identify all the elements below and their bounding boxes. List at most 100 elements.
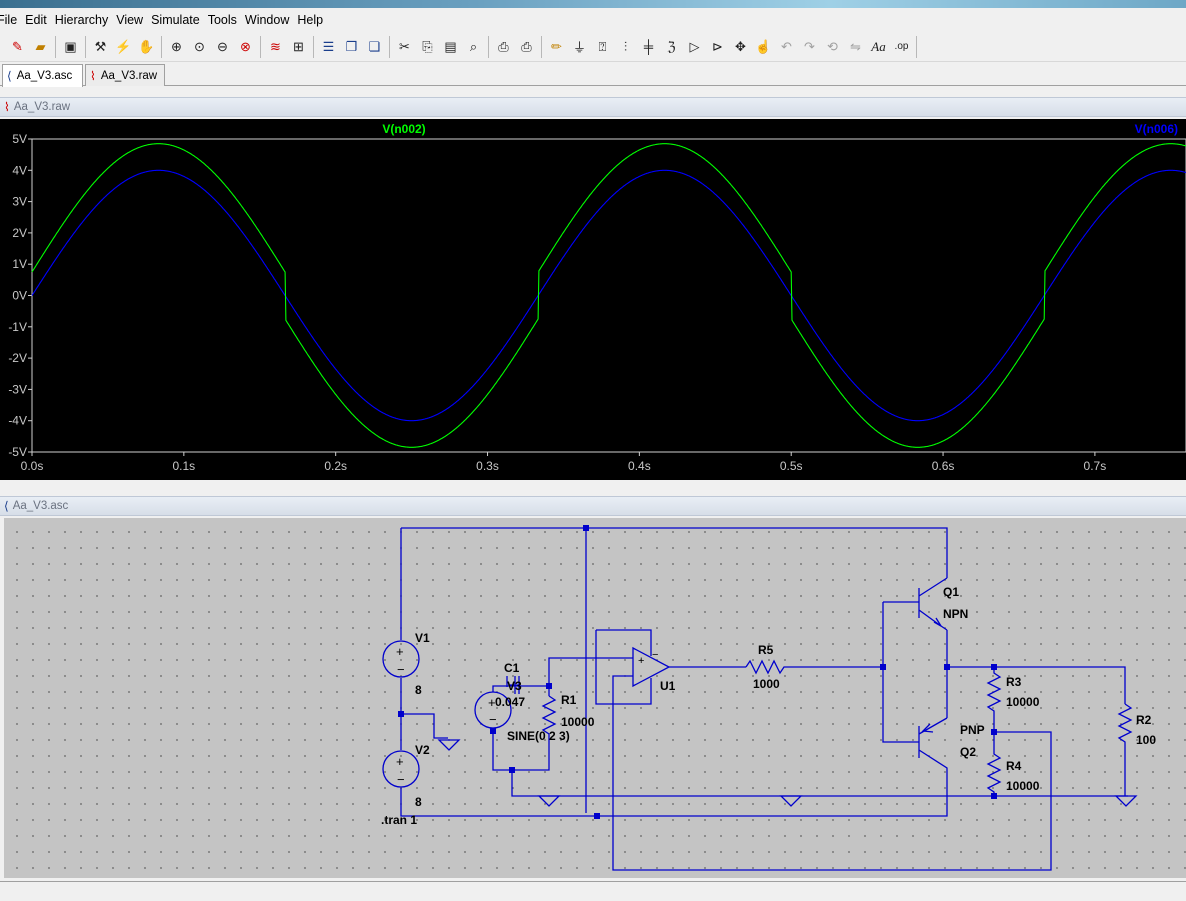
wire-v3-r1-bottom	[492, 728, 550, 771]
component-icon[interactable]: ⊳	[712, 38, 723, 54]
print-icon[interactable]: ⎙	[521, 38, 532, 54]
menu-help[interactable]: Help	[297, 13, 324, 27]
copy-icon[interactable]: ⎘	[422, 38, 433, 54]
value-v3: SINE(0 2 3)	[507, 729, 570, 743]
plot-pane-title-bar[interactable]: ⌇ Aa_V3.raw	[0, 97, 1186, 117]
inductor-icon[interactable]: ℨ	[667, 38, 676, 54]
x-tick-label: 0.3s	[476, 459, 499, 473]
value-r4: 10000	[1006, 779, 1040, 793]
zoom-cancel-icon[interactable]: ⊗	[240, 38, 251, 54]
menu-tools[interactable]: Tools	[207, 13, 237, 27]
label-r1: R1	[561, 693, 577, 707]
label-v2: V2	[415, 743, 430, 757]
svg-text:−: −	[397, 662, 405, 677]
run-icon[interactable]: ⚡	[115, 38, 132, 54]
r2-resistor	[1117, 703, 1133, 796]
tile-horizontal-icon[interactable]: ☰	[322, 38, 335, 54]
toolbar-separator	[161, 35, 162, 58]
text-icon[interactable]: Aa	[871, 38, 886, 54]
cut-icon[interactable]: ✂	[399, 38, 410, 54]
menu-edit[interactable]: Edit	[25, 13, 47, 27]
value-v1: 8	[415, 683, 422, 697]
legend-v-n002[interactable]: V(n002)	[382, 122, 425, 136]
menu-view[interactable]: View	[116, 13, 144, 27]
label-v1: V1	[415, 631, 430, 645]
label-r2: R2	[1136, 713, 1152, 727]
wire-feedback-loop	[612, 675, 1052, 871]
y-tick-label: 4V	[12, 163, 27, 177]
zoom-out-icon[interactable]: ⊖	[217, 38, 228, 54]
tab-waveform[interactable]: ⌇ Aa_V3.raw	[85, 64, 165, 86]
legend-v-n006[interactable]: V(n006)	[1135, 122, 1178, 136]
schematic-pane-title-bar[interactable]: ⟨ Aa_V3.asc	[0, 496, 1186, 516]
schematic-icon: ⟨	[7, 69, 12, 83]
label-c1: C1	[504, 661, 520, 675]
wire-top-rail	[401, 527, 948, 578]
halt-icon[interactable]: ✋	[138, 38, 155, 54]
tab-schematic[interactable]: ⟨ Aa_V3.asc	[2, 64, 83, 87]
trace-v-n002[interactable]	[31, 143, 1186, 448]
v2-source	[382, 750, 420, 788]
window-title-bar	[0, 0, 1186, 8]
label-q1: Q1	[943, 585, 959, 599]
zoom-in-icon[interactable]: ⊕	[171, 38, 182, 54]
find-icon[interactable]: ⌕	[469, 38, 478, 54]
schematic-icon: ⟨	[4, 499, 9, 513]
open-icon[interactable]: ▰	[35, 38, 46, 54]
label-net-icon[interactable]: ⍰	[598, 38, 607, 54]
resistor-icon[interactable]: ⫶	[623, 38, 628, 54]
control-panel-icon[interactable]: ⚒	[94, 38, 107, 54]
wire-v3-r1-top	[492, 685, 550, 696]
wire-icon[interactable]: ✏	[551, 38, 562, 54]
redo-icon[interactable]: ↷	[804, 38, 815, 54]
svg-text:+: +	[396, 754, 404, 769]
plot-pane-title: Aa_V3.raw	[13, 101, 71, 113]
label-r3: R3	[1006, 675, 1022, 689]
svg-text:−: −	[489, 712, 497, 727]
y-tick-label: -3V	[8, 382, 27, 396]
grid-icon[interactable]: ⊞	[293, 38, 304, 54]
move-icon[interactable]: ✥	[735, 38, 746, 54]
y-tick-label: -4V	[8, 414, 27, 428]
cascade-icon[interactable]: ❐	[345, 38, 358, 54]
undo-icon[interactable]: ↶	[781, 38, 792, 54]
toolbar-separator	[260, 35, 261, 58]
value-c1: 0.047	[495, 695, 525, 709]
capacitor-icon[interactable]: ╪	[643, 39, 654, 54]
print-setup-icon[interactable]: ⎙	[498, 38, 509, 54]
tile-vertical-icon[interactable]: ❏	[368, 38, 381, 54]
schematic-canvas[interactable]: +− +− +− +− V1 8 V2 8 C1 V3 0.047 SINE(0…	[4, 518, 1186, 878]
zoom-pan-icon[interactable]: ⊙	[194, 38, 205, 54]
menu-file[interactable]: File	[0, 13, 18, 27]
value-r2: 100	[1136, 733, 1156, 747]
new-schematic-icon[interactable]: ✎	[12, 38, 23, 54]
value-r3: 10000	[1006, 695, 1040, 709]
wire-opamp-supply-top	[596, 629, 652, 656]
save-icon[interactable]: ▣	[64, 38, 77, 54]
menu-hierarchy[interactable]: Hierarchy	[54, 13, 109, 27]
label-q2: Q2	[960, 745, 976, 759]
x-tick-label: 0.5s	[780, 459, 803, 473]
schematic-drawing: +− +− +− +− V1 8 V2 8 C1 V3 0.047 SINE(0…	[381, 525, 1156, 871]
toolbar-separator	[916, 35, 917, 58]
c1-capacitor	[506, 676, 520, 694]
paste-icon[interactable]: ▤	[444, 38, 457, 54]
trace-v-n006[interactable]	[31, 169, 1186, 422]
ground-icon[interactable]: ⏚	[572, 40, 586, 55]
plot-frame	[31, 138, 1186, 453]
spice-directive-icon[interactable]: .op	[894, 41, 909, 52]
svg-text:−: −	[397, 772, 405, 787]
menu-simulate[interactable]: Simulate	[151, 13, 200, 27]
drag-icon[interactable]: ☝	[755, 38, 772, 54]
rotate-icon[interactable]: ⟲	[827, 38, 838, 54]
x-tick-label: 0.6s	[932, 459, 955, 473]
autorange-icon[interactable]: ≋	[270, 38, 281, 54]
diode-icon[interactable]: ▷	[689, 38, 700, 54]
mirror-icon[interactable]: ⇋	[850, 38, 861, 54]
toolbar-separator	[488, 35, 489, 58]
q2-transistor	[918, 717, 948, 780]
status-bar	[0, 881, 1186, 901]
menu-window[interactable]: Window	[244, 13, 290, 27]
label-v3: V3	[507, 679, 522, 693]
